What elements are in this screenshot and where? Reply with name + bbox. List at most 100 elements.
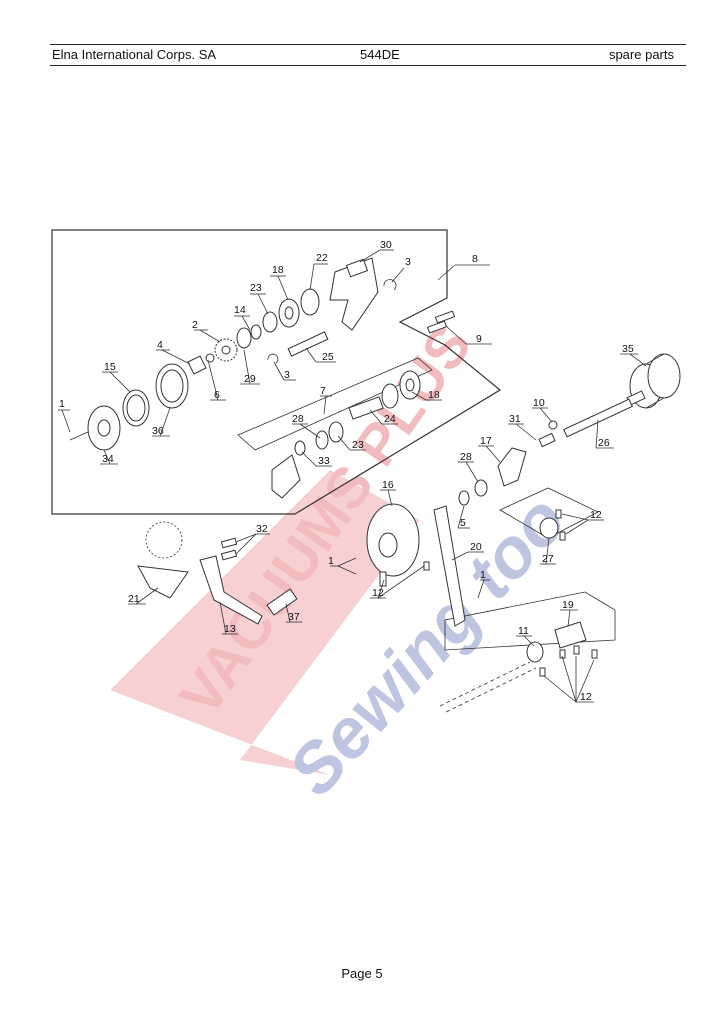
part-shaft-26 [563, 398, 633, 438]
svg-text:7: 7 [320, 385, 326, 397]
svg-text:36: 36 [152, 425, 164, 437]
callout: 7 [320, 385, 332, 415]
part-pulley-34 [69, 405, 121, 451]
model-number: 544DE [360, 47, 400, 62]
svg-text:1: 1 [59, 398, 65, 410]
part-lever-20 [433, 505, 466, 627]
callout: 15 [102, 361, 131, 393]
svg-text:9: 9 [476, 333, 482, 345]
part-cam-16 [366, 503, 420, 587]
callout: 8 [437, 253, 490, 281]
page-number: Page 5 [341, 966, 383, 981]
part-washer-5 [458, 490, 470, 506]
callout: 3 [391, 256, 411, 283]
part-drum-36 [155, 363, 189, 409]
svg-text:15: 15 [104, 361, 116, 373]
callout: 25 [305, 347, 336, 363]
callout: 20 [451, 541, 484, 561]
callout: 2 [192, 319, 221, 343]
svg-text:24: 24 [384, 413, 396, 425]
callout: 18 [270, 264, 289, 301]
callout: 5 [457, 505, 470, 529]
svg-text:18: 18 [272, 264, 284, 276]
callout: 27 [540, 537, 556, 565]
part-frame-30 [329, 257, 379, 331]
callout: 1 [477, 569, 490, 599]
part-clip-29 [267, 353, 279, 364]
page-header: Elna International Corps. SA 544DE spare… [50, 44, 686, 66]
part-collar-10-31 [538, 420, 558, 448]
callout: 31 [508, 413, 537, 441]
svg-text:6: 6 [214, 389, 220, 401]
callout: 22 [309, 252, 328, 291]
section-title: spare parts [608, 47, 674, 62]
svg-text:28: 28 [292, 413, 304, 425]
svg-text:3: 3 [405, 256, 411, 268]
part-bracket-17 [474, 447, 527, 497]
part-plate-21 [137, 565, 189, 599]
callout: 36 [152, 407, 171, 437]
svg-text:4: 4 [157, 339, 163, 351]
callout: 17 [478, 435, 501, 463]
callout: 11 [516, 625, 535, 647]
part-gear-18 [278, 298, 300, 328]
svg-text:33: 33 [318, 455, 330, 467]
callout: 24 [369, 409, 398, 425]
svg-text:17: 17 [480, 435, 492, 447]
callout: 6 [207, 359, 226, 401]
svg-text:16: 16 [382, 479, 394, 491]
company-name: Elna International Corps. SA [52, 47, 217, 62]
svg-text:19: 19 [562, 599, 574, 611]
svg-text:14: 14 [234, 304, 246, 316]
svg-text:8: 8 [472, 253, 478, 265]
callout: 14 [234, 304, 251, 331]
callout: 12 [543, 655, 595, 703]
part-block-27 [539, 517, 559, 539]
callout: 30 [359, 239, 394, 263]
callout: 28 [292, 413, 321, 439]
svg-text:31: 31 [509, 413, 521, 425]
part-screws-9 [426, 310, 456, 334]
svg-text:12: 12 [372, 587, 384, 599]
svg-text:23: 23 [352, 439, 364, 451]
svg-text:13: 13 [224, 623, 236, 635]
svg-text:27: 27 [542, 553, 554, 565]
callout: 21 [128, 587, 159, 605]
callout: 33 [301, 451, 332, 467]
part-bracket-4 [187, 355, 207, 375]
callout: 1 [328, 555, 357, 575]
part-pulley-22 [300, 288, 320, 316]
callout: 18 [411, 389, 442, 401]
svg-text:10: 10 [533, 397, 545, 409]
svg-text:29: 29 [244, 373, 256, 385]
svg-text:25: 25 [322, 351, 334, 363]
callouts: 30 3 8 22 18 23 14 2 9 4 25 29 3 6 15 36… [58, 239, 647, 703]
inner-frame [237, 357, 433, 451]
part-gear-28-23-33 [271, 421, 344, 499]
svg-text:21: 21 [128, 593, 140, 605]
part-gear-14 [236, 324, 262, 349]
callout: 34 [100, 449, 118, 465]
part-link-19 [554, 621, 587, 649]
lower-right-frame [444, 591, 616, 651]
svg-text:12: 12 [590, 509, 602, 521]
callout: 12 [561, 509, 604, 535]
callout: 29 [240, 349, 260, 385]
svg-text:18: 18 [428, 389, 440, 401]
callout: 4 [156, 339, 191, 365]
part-assembly-24 [348, 370, 421, 420]
part-coupling-11 [439, 641, 544, 713]
callout: 13 [219, 601, 238, 635]
callout: 37 [285, 603, 302, 623]
callout: 1 [58, 398, 71, 433]
callout: 32 [235, 523, 270, 555]
svg-text:37: 37 [288, 611, 300, 623]
svg-text:30: 30 [380, 239, 392, 251]
callout: 19 [560, 599, 578, 627]
callout: 16 [380, 479, 396, 507]
part-gearwheel-32 [145, 521, 238, 561]
callout: 26 [595, 419, 614, 449]
svg-text:5: 5 [460, 517, 466, 529]
part-motor-35 [626, 353, 681, 409]
